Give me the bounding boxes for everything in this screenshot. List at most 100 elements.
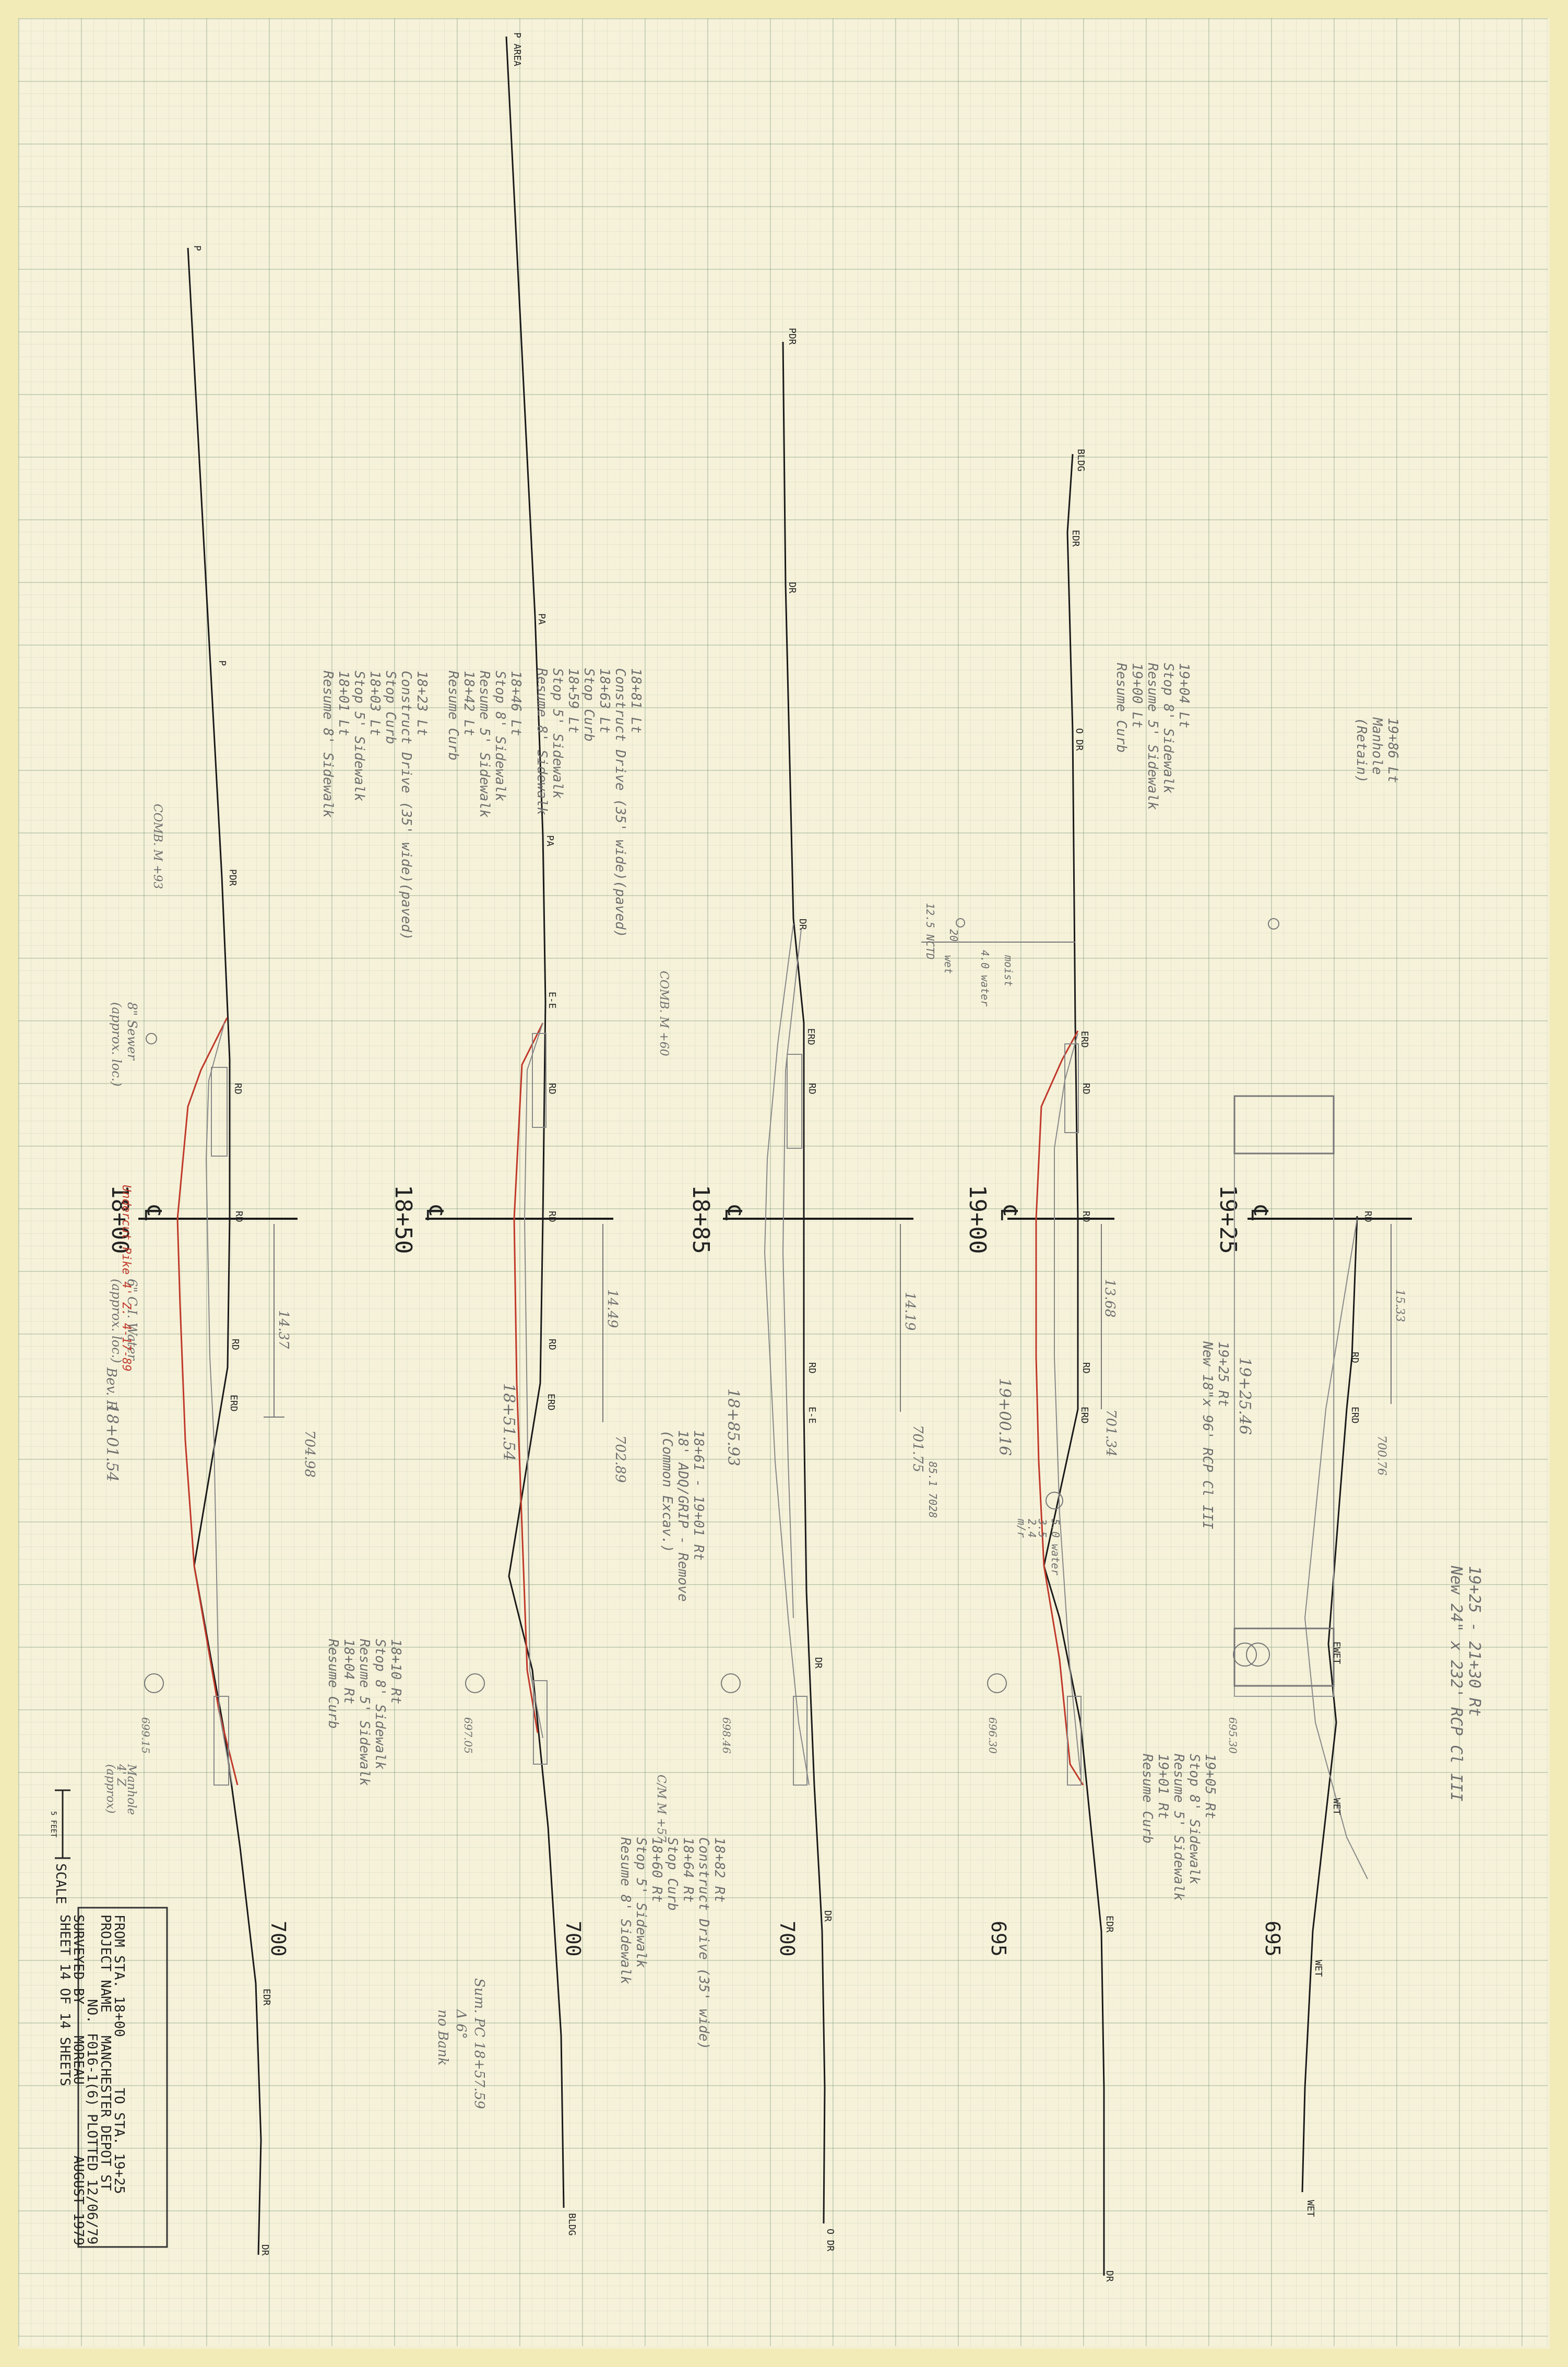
pencil-profile xyxy=(764,923,810,1786)
point-label-rd: RD xyxy=(232,1083,243,1095)
point-label-edr: EDR xyxy=(1070,530,1081,547)
point-label-dr2: DR xyxy=(797,919,808,930)
note-line: Manhole xyxy=(1369,717,1385,775)
curb-detail xyxy=(211,1067,228,1157)
note-line: Construct Drive (35' wide) xyxy=(696,1837,711,2050)
note-block-a: 19+86 Lt Manhole (Retain) xyxy=(1353,717,1400,783)
pt-label: 18+51.54 xyxy=(500,1383,518,1461)
note-line: 19+25 - 21+30 Rt xyxy=(1465,1566,1483,1717)
title-sheet: SHEET 14 OF 14 SHEETS xyxy=(57,1914,73,2086)
grade-label: 702.89 xyxy=(612,1435,628,1483)
point-label-edr2: EDR xyxy=(1104,1916,1115,1933)
point-label-erd: ERD xyxy=(805,1028,816,1045)
scale-label: SCALE xyxy=(53,1863,68,1904)
point-label-rd3: RD xyxy=(230,1339,241,1350)
note-line: Stop 8' Sidewalk xyxy=(1160,663,1176,794)
point-label-bldg: BLDG xyxy=(1075,449,1086,471)
mh-elev: 695.30 xyxy=(1227,1717,1239,1754)
point-label-p2: P xyxy=(217,660,228,666)
point-label-ewet: EWET xyxy=(1331,1642,1342,1664)
note-line: 18+64 Rt xyxy=(680,1837,696,1902)
title-surveyed-label: SURVEYED BY xyxy=(70,1914,86,2005)
note-line: 18+04 Rt xyxy=(341,1639,357,1704)
point-label-erd: ERD xyxy=(1349,1407,1360,1424)
note-line: 19+00 Lt xyxy=(1129,663,1145,728)
manhole-symbol xyxy=(721,1673,741,1693)
note-line: wet xyxy=(942,955,955,974)
note-line: Stop 8' Sidewalk xyxy=(372,1639,388,1770)
note-line: 18+42 Lt xyxy=(461,671,477,736)
point-label-dr4: DR xyxy=(822,1910,833,1922)
note-line: Stop 5' Sidewalk xyxy=(351,671,367,802)
section-18-00: ℄ 18+00 14.37 704.98 700 P P PDR RD RD R… xyxy=(103,245,524,2256)
manhole-symbol xyxy=(1268,918,1279,930)
grade-label: 700.76 xyxy=(1375,1435,1388,1476)
centerline-symbol: ℄ xyxy=(139,1205,166,1221)
pencil-profile xyxy=(782,929,802,1619)
proposed-profile-red xyxy=(176,1017,239,1786)
note-line: 19+25 Rt xyxy=(1215,1341,1231,1407)
note-line: 20 xyxy=(947,929,960,942)
station-label: 19+00 xyxy=(964,1185,991,1254)
note-line: Resume 5' Sidewalk xyxy=(477,671,492,818)
station-label: 18+50 xyxy=(390,1185,417,1254)
note-line: Construct Drive (35' wide)(paved) xyxy=(398,671,414,941)
title-no: F016-1(6) xyxy=(84,2033,100,2107)
title-surveyed: MOREAU xyxy=(70,2036,86,2085)
point-label-erd2: ERD xyxy=(1079,1407,1090,1424)
title-to: TO STA. 19+25 xyxy=(111,2088,127,2194)
note-block-a: 18+61 - 19+01 Rt 18' ADQ/GRIP - Remove (… xyxy=(659,1430,706,1602)
note-line: 18+46 Lt xyxy=(508,671,524,736)
note-block-a: 18+81 Lt Construct Drive (35' wide)(pave… xyxy=(534,668,644,938)
point-label-ee: E-E xyxy=(547,992,557,1009)
scale-bar: SCALE 5 FEET xyxy=(49,1789,70,1904)
note-line: 12.5 NCTD xyxy=(924,903,936,959)
manhole-note: (approx) xyxy=(104,1764,117,1814)
offset-label: 14.19 xyxy=(902,1292,918,1330)
note-line: 18+60 Rt xyxy=(649,1837,664,1902)
note-line: Resume 8' Sidewalk xyxy=(534,668,550,815)
pencil-profile xyxy=(1304,1218,1368,1880)
comb-note: C/M M +57 xyxy=(655,1775,668,1842)
point-label-wet3: WET xyxy=(1305,2200,1316,2217)
sum-note: no Bank xyxy=(435,2009,450,2066)
proposed-profile-red xyxy=(513,1022,544,1733)
point-label-odr: O DR xyxy=(825,2229,836,2252)
grade-label: 701.34 xyxy=(1103,1409,1119,1457)
note-line: Stop Curb xyxy=(383,671,398,744)
water-notes: 12.5 NCTD 20 4.0 water moist wet 5.0 wat… xyxy=(924,903,1062,1575)
station-label: 18+00 xyxy=(106,1185,133,1254)
pipe-end xyxy=(1246,1643,1270,1667)
water-note: 6" C.I. Water xyxy=(125,1279,139,1361)
manhole-note: Manhole xyxy=(125,1764,138,1815)
note-line: 18+03 Lt xyxy=(367,671,383,736)
note-line: 18+59 Lt xyxy=(565,668,581,733)
point-label-rd2: RD xyxy=(806,1362,817,1374)
point-label-dr: DR xyxy=(259,2244,270,2256)
point-label-rd3: RD xyxy=(547,1339,557,1350)
point-label-erd: ERD xyxy=(1079,1031,1090,1048)
centerline-symbol: ℄ xyxy=(421,1205,448,1221)
curb-detail xyxy=(1064,1043,1079,1133)
manhole-symbol xyxy=(144,1673,164,1693)
station-label: 19+25 xyxy=(1215,1185,1241,1254)
point-label-dr: DR xyxy=(1104,2270,1115,2282)
note-line: 4.0 water xyxy=(979,950,991,1006)
section-18-50: ℄ 18+50 14.49 702.89 700 P AREA PA PA E-… xyxy=(325,32,670,2235)
curb-detail xyxy=(793,1696,807,1786)
note-line: Resume 8' Sidewalk xyxy=(320,671,336,818)
title-project-label: PROJECT NAME xyxy=(98,1914,113,2013)
pencil-profile xyxy=(205,1022,233,1786)
headwall xyxy=(1233,1627,1335,1687)
title-project-name: MANCHESTER DEPOT ST xyxy=(98,2036,113,2191)
point-label-odr: O DR xyxy=(1074,728,1085,751)
note-block-b: 19+25 Rt New 18"x 96' RCP Cl III xyxy=(1199,1341,1231,1529)
note-line: 18+23 Lt xyxy=(414,671,430,736)
point-label-ee: E-E xyxy=(806,1407,817,1424)
point-label-erd: ERD xyxy=(228,1395,239,1412)
water-note: (approx. loc.) xyxy=(109,1279,124,1363)
headwall xyxy=(1233,1095,1335,1155)
point-label-p: P xyxy=(192,245,203,251)
